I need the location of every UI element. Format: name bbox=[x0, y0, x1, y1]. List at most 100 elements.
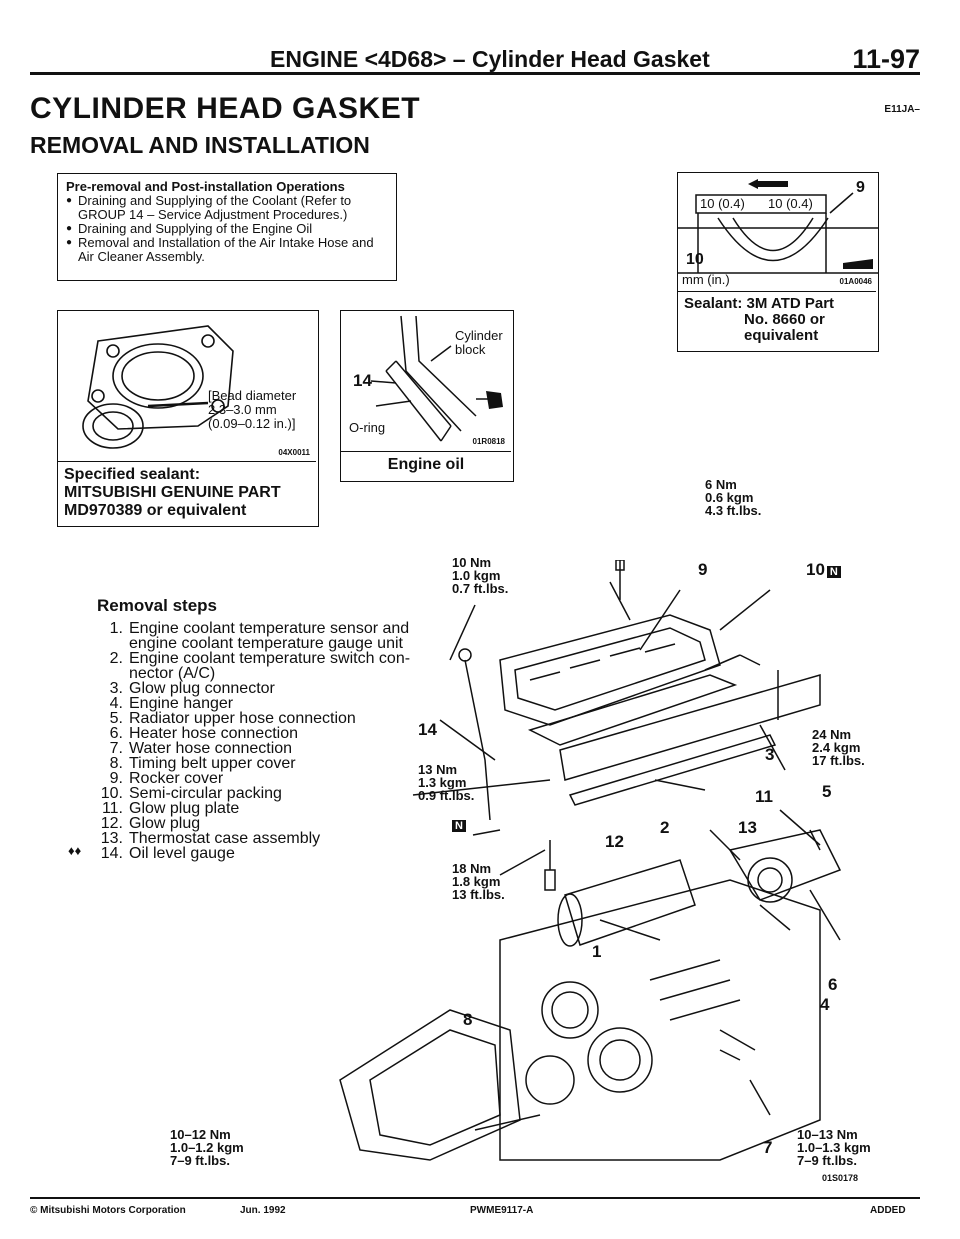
callout-2: 2 bbox=[660, 818, 670, 837]
step-text: Engine hanger bbox=[129, 695, 234, 712]
step-number: 13. bbox=[100, 830, 123, 847]
removal-steps: Removal steps 1.Engine coolant temperatu… bbox=[97, 596, 410, 862]
torque-18nm: 18 Nm 1.8 kgm 13 ft.lbs. bbox=[452, 862, 505, 901]
step-text-cont: nector (A/C) bbox=[129, 665, 216, 682]
callout-1: 1 bbox=[592, 942, 602, 961]
step-text: Radiator upper hose connection bbox=[129, 710, 356, 727]
torque-line: 1.3 kgm bbox=[418, 775, 467, 790]
cylinder-block-label: Cylinder block bbox=[455, 329, 503, 357]
step-text-cont: engine coolant temperature gauge unit bbox=[129, 635, 403, 652]
callout-14: 14 bbox=[418, 720, 437, 739]
step-number: 8. bbox=[109, 755, 123, 772]
label-line: block bbox=[455, 342, 486, 357]
pre-removal-title: Pre-removal and Post-installation Operat… bbox=[66, 179, 345, 194]
step-number: 12. bbox=[100, 815, 123, 832]
torque-line: 10–13 Nm bbox=[797, 1127, 858, 1142]
caption-line: 3M ATD Part bbox=[746, 295, 835, 312]
torque-line: 4.3 ft.lbs. bbox=[705, 503, 762, 518]
step-text: Rocker cover bbox=[129, 770, 224, 787]
new-part-mark: N bbox=[826, 566, 841, 578]
dimension-left: 10 (0.4) bbox=[700, 196, 745, 211]
removal-step: 5.Radiator upper hose connection bbox=[97, 710, 410, 727]
label-line: Cylinder bbox=[455, 328, 503, 343]
removal-step: 6.Heater hose connection bbox=[97, 725, 410, 742]
step-text: Glow plug plate bbox=[129, 800, 240, 817]
step-number: 7. bbox=[109, 740, 123, 757]
packing-figure-box: 10 (0.4) 10 (0.4) 9 10 mm (in.) 01A0046 … bbox=[677, 172, 879, 352]
torque-24nm: 24 Nm 2.4 kgm 17 ft.lbs. bbox=[812, 728, 865, 767]
sealant-caption: Specified sealant: MITSUBISHI GENUINE PA… bbox=[58, 461, 316, 524]
callout-14: 14 bbox=[353, 371, 372, 390]
step-text: Water hose connection bbox=[129, 740, 293, 757]
removal-step: 14.Oil level gauge bbox=[97, 845, 410, 862]
callout-11: 11 bbox=[755, 787, 773, 806]
footer-date: Jun. 1992 bbox=[240, 1205, 286, 1216]
torque-line: 7–9 ft.lbs. bbox=[170, 1153, 230, 1168]
removal-step: 3. Glow plug connector bbox=[97, 680, 410, 697]
torque-13nm: 13 Nm 1.3 kgm 0.9 ft.lbs. bbox=[418, 763, 474, 802]
removal-step: 8.Timing belt upper cover bbox=[97, 755, 410, 772]
pre-removal-item: Draining and Supplying of the Engine Oil bbox=[66, 222, 388, 237]
footer-stamp: ADDED bbox=[870, 1205, 906, 1216]
step-number: 9. bbox=[109, 770, 123, 787]
step-number: 3. bbox=[109, 680, 123, 697]
sub-heading: REMOVAL AND INSTALLATION bbox=[30, 132, 370, 158]
torque-line: 10–12 Nm bbox=[170, 1127, 231, 1142]
oring-drawing bbox=[370, 315, 503, 442]
sealant-figure-box: [Bead diameter 2.3–3.0 mm (0.09–0.12 in.… bbox=[57, 310, 319, 527]
torque-line: 10 Nm bbox=[452, 555, 492, 570]
callout-5: 5 bbox=[822, 782, 832, 801]
step-number: 4. bbox=[109, 695, 123, 712]
callout-6: 6 bbox=[828, 975, 838, 994]
torque-10nm: 10 Nm 1.0 kgm 0.7 ft.lbs. bbox=[452, 556, 508, 595]
step-text: Glow plug bbox=[129, 815, 201, 832]
oring-figure-box: Cylinder block 14 O-ring 01R0818 Engine … bbox=[340, 310, 514, 482]
torque-line: 24 Nm bbox=[812, 727, 852, 742]
callout-13: 13 bbox=[738, 818, 757, 837]
torque-line: 1.0–1.2 kgm bbox=[170, 1140, 244, 1155]
callout-8: 8 bbox=[463, 1010, 473, 1029]
bead-diameter-note: [Bead diameter 2.3–3.0 mm (0.09–0.12 in.… bbox=[208, 389, 296, 431]
step-number: 11. bbox=[101, 800, 123, 817]
figure-code: 04X0011 bbox=[278, 448, 310, 457]
torque-6nm: 6 Nm 0.6 kgm 4.3 ft.lbs. bbox=[705, 478, 761, 517]
step-number: 6. bbox=[109, 725, 123, 742]
removal-step: 12. Glow plug bbox=[97, 815, 410, 832]
torque-line: 0.6 kgm bbox=[705, 490, 754, 505]
torque-line: 1.0 kgm bbox=[452, 568, 501, 583]
sealant-3m-caption: Sealant: 3M ATD Part No. 8660 or equival… bbox=[678, 291, 876, 348]
pre-removal-box: Pre-removal and Post-installation Operat… bbox=[57, 173, 397, 281]
unit-label: mm (in.) bbox=[682, 272, 730, 287]
removal-step: 4. Engine hanger bbox=[97, 695, 410, 712]
engine-exploded-view bbox=[339, 560, 842, 1161]
removal-step: 2.Engine coolant temperature switch con-… bbox=[97, 651, 410, 682]
pre-removal-list: Draining and Supplying of the Coolant (R… bbox=[66, 194, 388, 264]
page-number: 11-97 bbox=[852, 44, 920, 74]
bead-line: [Bead diameter bbox=[208, 388, 297, 403]
caption-line: MITSUBISHI GENUINE PART bbox=[64, 484, 281, 501]
bead-line: (0.09–0.12 in.)] bbox=[208, 416, 296, 431]
header-title: ENGINE <4D68> – Cylinder Head Gasket bbox=[270, 46, 710, 72]
callout-3: 3 bbox=[765, 745, 775, 764]
caption-line: equivalent bbox=[744, 327, 819, 344]
footer-doc-id: PWME9117-A bbox=[470, 1205, 534, 1216]
step-text: Engine coolant temperature sensor and bbox=[129, 620, 410, 637]
removal-title: Removal steps bbox=[97, 596, 217, 615]
callout-12: 12 bbox=[605, 832, 624, 851]
torque-line: 18 Nm bbox=[452, 861, 492, 876]
torque-line: 6 Nm bbox=[705, 477, 737, 492]
torque-10-13nm: 10–13 Nm 1.0–1.3 kgm 7–9 ft.lbs. bbox=[797, 1128, 871, 1167]
step-text: Glow plug connector bbox=[129, 680, 275, 697]
callout-7: 7 bbox=[763, 1138, 773, 1157]
torque-line: 1.0–1.3 kgm bbox=[797, 1140, 871, 1155]
header-rule bbox=[30, 72, 920, 75]
pre-removal-item: Draining and Supplying of the Coolant (R… bbox=[66, 194, 388, 222]
removal-step: 11. Glow plug plate bbox=[97, 800, 410, 817]
removal-step: 7. Water hose connection bbox=[97, 740, 410, 757]
removal-step: 13.Thermostat case assembly bbox=[97, 830, 410, 847]
torque-line: 17 ft.lbs. bbox=[812, 753, 865, 768]
step-number: 14. bbox=[100, 845, 123, 862]
caption-line: MD970389 or equivalent bbox=[64, 502, 247, 519]
step-text: Semi-circular packing bbox=[129, 785, 282, 802]
